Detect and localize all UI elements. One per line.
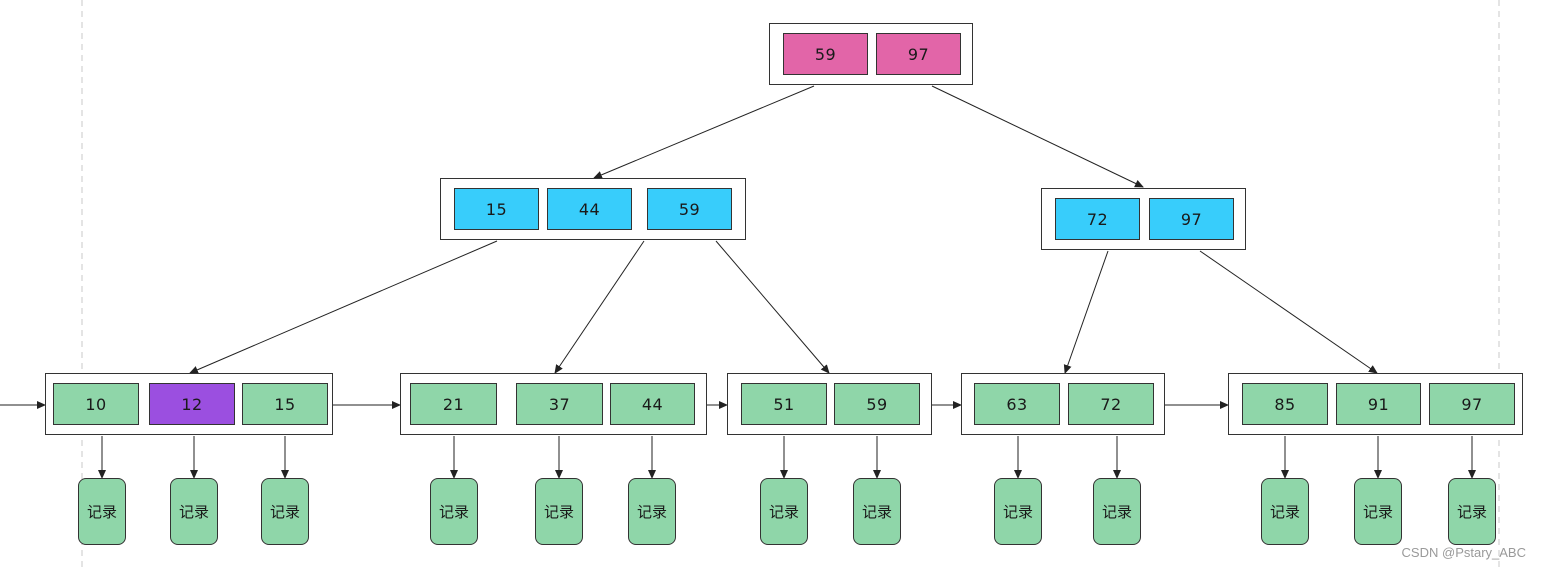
root-node-key-97: 97 bbox=[876, 33, 961, 75]
leaf-node-1-key-12: 12 bbox=[149, 383, 235, 425]
leaf-node-2-key-37: 37 bbox=[516, 383, 603, 425]
record-5-2: 记录 bbox=[1354, 478, 1402, 545]
leaf-node-4-key-63: 63 bbox=[974, 383, 1060, 425]
pointer-root-to-internal-1 bbox=[593, 85, 815, 179]
internal-node-1-key-59: 59 bbox=[647, 188, 732, 230]
root-node-key-59: 59 bbox=[783, 33, 868, 75]
record-5-1: 记录 bbox=[1261, 478, 1309, 545]
record-4-2: 记录 bbox=[1093, 478, 1141, 545]
leaf-node-5-key-91: 91 bbox=[1336, 383, 1421, 425]
record-5-3: 记录 bbox=[1448, 478, 1496, 545]
internal-node-1-key-15: 15 bbox=[454, 188, 539, 230]
record-2-1: 记录 bbox=[430, 478, 478, 545]
internal-node-1-key-44: 44 bbox=[547, 188, 632, 230]
pointer-internal-1-to-leaf-3 bbox=[715, 240, 830, 374]
record-4-1: 记录 bbox=[994, 478, 1042, 545]
leaf-node-1-key-10: 10 bbox=[53, 383, 139, 425]
record-1-1: 记录 bbox=[78, 478, 126, 545]
internal-node-2-key-97: 97 bbox=[1149, 198, 1234, 240]
leaf-node-2-key-21: 21 bbox=[410, 383, 497, 425]
leaf-node-1-key-15: 15 bbox=[242, 383, 328, 425]
leaf-node-5-key-85: 85 bbox=[1242, 383, 1328, 425]
watermark: CSDN @Pstary_ABC bbox=[1401, 545, 1526, 560]
leaf-node-3-key-51: 51 bbox=[741, 383, 827, 425]
record-1-2: 记录 bbox=[170, 478, 218, 545]
pointer-internal-1-to-leaf-1 bbox=[189, 240, 498, 374]
record-1-3: 记录 bbox=[261, 478, 309, 545]
record-2-3: 记录 bbox=[628, 478, 676, 545]
record-3-2: 记录 bbox=[853, 478, 901, 545]
pointer-internal-1-to-leaf-2 bbox=[554, 240, 645, 374]
record-2-2: 记录 bbox=[535, 478, 583, 545]
leaf-node-5-key-97: 97 bbox=[1429, 383, 1515, 425]
leaf-node-4-key-72: 72 bbox=[1068, 383, 1154, 425]
pointer-internal-2-to-leaf-4 bbox=[1063, 250, 1109, 374]
leaf-node-3-key-59: 59 bbox=[834, 383, 920, 425]
record-3-1: 记录 bbox=[760, 478, 808, 545]
pointer-internal-2-to-leaf-5 bbox=[1199, 250, 1378, 374]
pointer-root-to-internal-2 bbox=[931, 85, 1144, 188]
internal-node-2-key-72: 72 bbox=[1055, 198, 1140, 240]
leaf-node-2-key-44: 44 bbox=[610, 383, 695, 425]
